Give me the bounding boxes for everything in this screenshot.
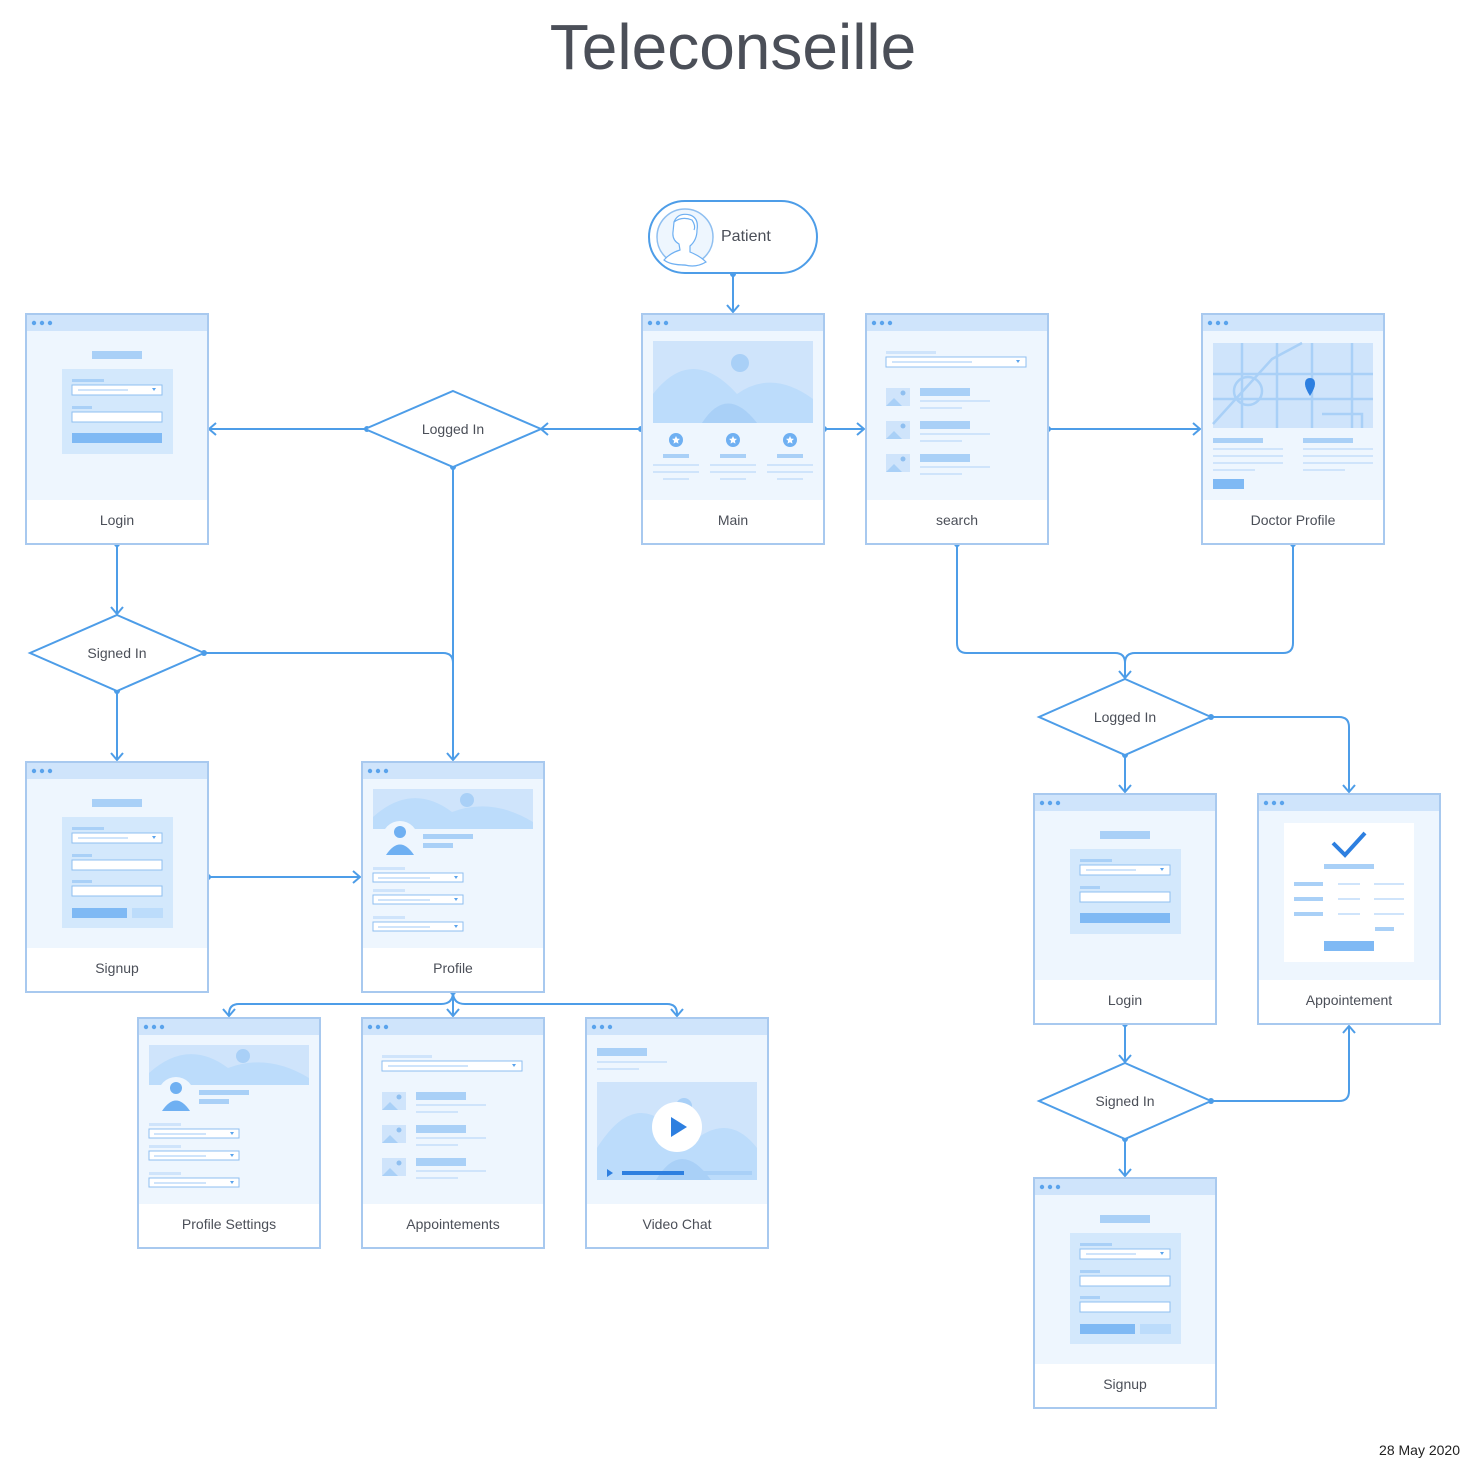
- video-progress-bar[interactable]: [622, 1171, 684, 1175]
- decision-label: Logged In: [422, 421, 484, 437]
- decision-label: Signed In: [87, 645, 146, 661]
- patient-label: Patient: [721, 228, 771, 245]
- screen-appointement: Appointement: [1257, 793, 1441, 1025]
- decision-signed-in-2: Signed In: [1036, 1061, 1214, 1141]
- screen-label: Main: [718, 512, 748, 528]
- date-stamp: 28 May 2020: [1379, 1442, 1460, 1458]
- page-title: Teleconseille: [549, 11, 917, 83]
- screen-signup-1: Signup: [25, 761, 209, 993]
- screen-label: Login: [100, 512, 134, 528]
- small-play-icon[interactable]: [607, 1169, 613, 1177]
- screen-label: Appointement: [1306, 992, 1393, 1008]
- screen-label: Video Chat: [642, 1216, 711, 1232]
- screen-appointements: Appointements: [361, 1017, 545, 1249]
- screen-main: Main: [641, 313, 825, 545]
- screen-signup-2: Signup: [1033, 1177, 1217, 1409]
- star-icon: [669, 433, 683, 447]
- checkmark-icon: [1331, 831, 1367, 858]
- patient-avatar-icon: [656, 208, 714, 267]
- screen-login-2: Login: [1033, 793, 1217, 1025]
- screen-video-chat: Video Chat: [585, 1017, 769, 1249]
- screen-label: Doctor Profile: [1251, 512, 1336, 528]
- screen-profile-settings: Profile Settings: [137, 1017, 321, 1249]
- screen-label: Signup: [95, 960, 139, 976]
- map-pin-icon: [1305, 378, 1315, 396]
- connectors: [110, 274, 1356, 1178]
- screen-login-1: Login: [25, 313, 209, 545]
- screen-label: Profile: [433, 960, 473, 976]
- decision-logged-in-2: Logged In: [1036, 677, 1214, 757]
- decision-label: Logged In: [1094, 709, 1156, 725]
- screen-doctor-profile: Doctor Profile: [1201, 313, 1385, 545]
- screen-search: search: [865, 313, 1049, 545]
- play-icon[interactable]: [652, 1102, 702, 1152]
- decision-label: Signed In: [1095, 1093, 1154, 1109]
- screen-label: search: [936, 512, 978, 528]
- screen-label: Login: [1108, 992, 1142, 1008]
- star-icon: [726, 433, 740, 447]
- screen-profile: Profile: [361, 761, 545, 993]
- screen-label: Profile Settings: [182, 1216, 276, 1232]
- decision-logged-in-1: Logged In: [362, 389, 544, 469]
- patient-actor: Patient: [648, 200, 818, 274]
- decision-signed-in-1: Signed In: [27, 613, 207, 693]
- star-icon: [783, 433, 797, 447]
- screen-label: Appointements: [406, 1216, 499, 1232]
- screen-label: Signup: [1103, 1376, 1147, 1392]
